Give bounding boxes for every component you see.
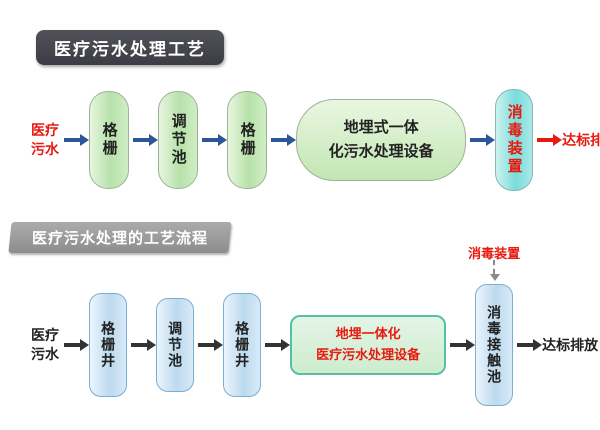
bottom-stage-grid-well-2: 格栅井 (223, 293, 262, 397)
top-disinfection-device: 消毒装置 (495, 88, 534, 191)
bottom-stage-grid-well-1-label: 格栅井 (100, 321, 117, 369)
top-flow-diagram: 医疗污水 格栅 调节池 格栅 地埋式一体 化污水处理设备 消毒装置 达标排放 (30, 82, 600, 197)
contact-tank-group: 消毒装置 消毒接触池 (468, 246, 520, 406)
bottom-diagram-title: 医疗污水处理的工艺流程 (8, 222, 232, 253)
bottom-source-label: 医疗污水 (31, 327, 60, 362)
bottom-diagram-title-text: 医疗污水处理的工艺流程 (32, 231, 209, 247)
top-source-label: 医疗污水 (31, 121, 60, 157)
flow-arrow-icon (64, 137, 81, 142)
top-stage-regulating-tank: 调节池 (158, 90, 199, 189)
bottom-flow-diagram: 医疗污水 格栅井 调节池 格栅井 地埋一体化 医疗污水处理设备 消毒装置 消毒接… (30, 246, 599, 412)
top-treatment-unit-box: 地埋式一体 化污水处理设备 (296, 98, 467, 181)
top-stage-grid-2-label: 格栅 (238, 121, 256, 158)
top-output-label: 达标排放 (562, 131, 600, 148)
top-stage-grid-2: 格栅 (227, 90, 268, 189)
bottom-treatment-unit-box: 地埋一体化 医疗污水处理设备 (290, 315, 447, 375)
flow-arrow-icon (133, 137, 150, 142)
bottom-stage-grid-well-1: 格栅井 (89, 293, 128, 397)
top-diagram-title: 医疗污水处理工艺 (36, 30, 224, 65)
flow-arrow-icon (265, 343, 282, 347)
bottom-contact-tank-label: 消毒接触池 (486, 305, 503, 385)
flow-arrow-icon (64, 343, 81, 347)
flow-arrow-icon (202, 137, 219, 142)
flow-arrow-icon (271, 137, 288, 142)
bottom-stage-grid-well-2-label: 格栅井 (234, 321, 251, 369)
top-treatment-unit-line2: 化污水处理设备 (328, 142, 434, 160)
flow-arrow-icon (450, 343, 467, 347)
bottom-treatment-unit-line1: 地埋一体化 (335, 326, 401, 342)
top-disinfection-device-label: 消毒装置 (505, 103, 523, 176)
top-stage-regulating-tank-label: 调节池 (169, 112, 187, 167)
top-stage-grid-1-label: 格栅 (100, 121, 118, 158)
bottom-output-label: 达标排放 (542, 337, 599, 353)
flow-arrow-icon (537, 137, 554, 142)
bottom-stage-regulating-tank: 调节池 (156, 298, 195, 392)
flow-arrow-icon (517, 343, 534, 347)
down-arrow-icon (493, 260, 496, 274)
top-treatment-unit-line1: 地埋式一体 (343, 119, 419, 137)
flow-arrow-icon (131, 343, 148, 347)
bottom-treatment-unit-line2: 医疗污水处理设备 (316, 347, 421, 362)
disinfection-annotation: 消毒装置 (468, 246, 521, 261)
bottom-stage-regulating-tank-label: 调节池 (167, 321, 184, 369)
bottom-contact-tank: 消毒接触池 (475, 284, 514, 406)
top-stage-grid-1: 格栅 (89, 90, 130, 189)
flow-arrow-icon (198, 343, 215, 347)
flow-arrow-icon (470, 137, 487, 142)
